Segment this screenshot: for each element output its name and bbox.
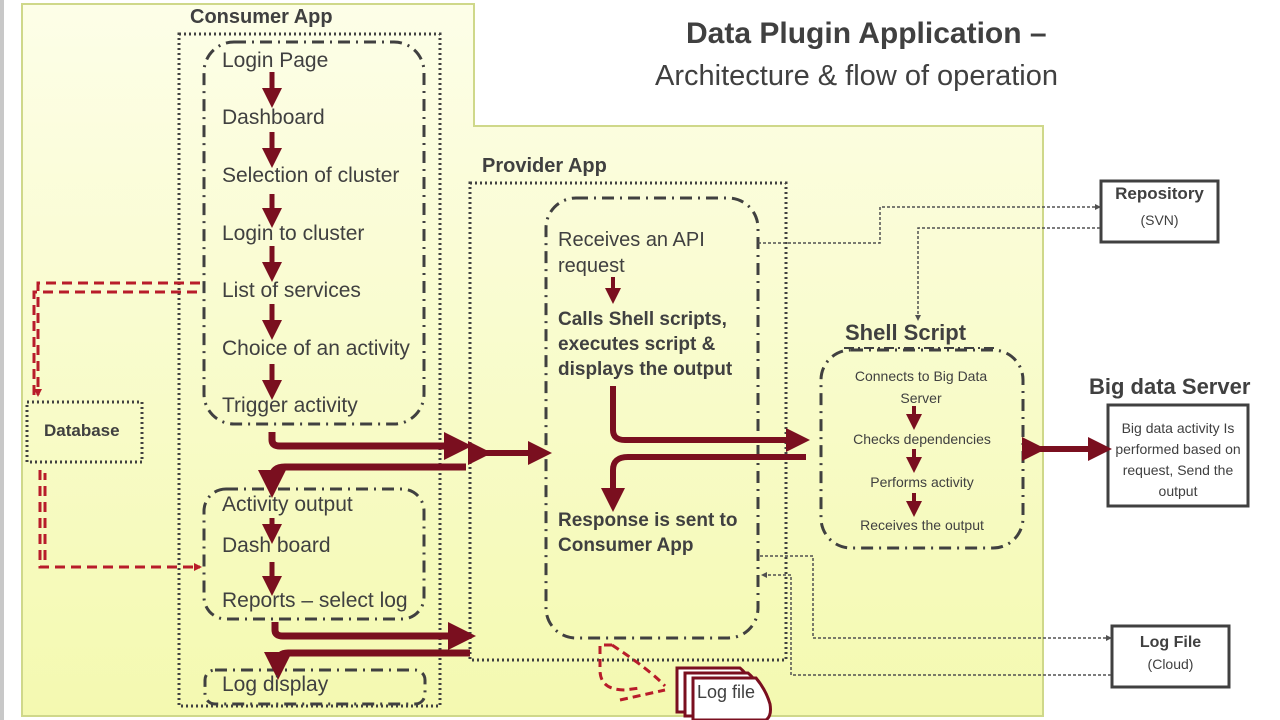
database-label: Database xyxy=(44,421,120,440)
page-subtitle: Architecture & flow of operation xyxy=(655,60,1058,92)
provider-step-response: Response is sent to Consumer App xyxy=(558,510,738,556)
big-data-server-label: Big data Server xyxy=(1089,374,1251,399)
shell-step-connects: Connects to Big Data Server xyxy=(854,368,988,406)
consumer-step-dash-board: Dash board xyxy=(222,534,331,557)
database-box xyxy=(25,400,144,464)
consumer-flow-box-2 xyxy=(202,487,426,621)
shell-step-checks: Checks dependencies xyxy=(853,431,991,447)
consumer-step-login-page: Login Page xyxy=(222,49,329,72)
log-file-cloud-box xyxy=(1110,624,1231,689)
provider-flow-box xyxy=(544,196,760,640)
background-panel xyxy=(21,3,1044,717)
consumer-app-label: Consumer App xyxy=(190,6,333,28)
provider-app-label: Provider App xyxy=(482,155,607,177)
consumer-step-log-display: Log display xyxy=(222,673,329,696)
log-file-dashed-loop xyxy=(598,643,667,702)
consumer-provider-arrows xyxy=(258,432,476,680)
log-display-box xyxy=(203,668,427,706)
shell-script-label: Shell Script xyxy=(845,320,967,345)
provider-step-calls-shell: Calls Shell scripts, executes script & d… xyxy=(558,309,733,380)
consumer-step-trigger-activity: Trigger activity xyxy=(222,394,358,417)
consumer-step-dashboard: Dashboard xyxy=(222,106,325,129)
big-data-server-box xyxy=(1106,403,1250,508)
repository-connectors xyxy=(758,204,1101,321)
page-title: Data Plugin Application – xyxy=(686,17,1047,50)
left-scroll-strip xyxy=(0,0,4,720)
shell-step-performs: Performs activity xyxy=(870,474,974,490)
log-file-label: Log file xyxy=(697,682,756,702)
provider-app-container xyxy=(468,181,788,662)
consumer-flow-box-1 xyxy=(202,40,426,426)
shell-script-box xyxy=(819,348,1025,550)
log-file-cloud-sub: (Cloud) xyxy=(1147,656,1194,672)
log-file-cloud-label: Log File xyxy=(1139,634,1202,651)
repository-box xyxy=(1099,179,1220,244)
consumer-step-reports: Reports – select log xyxy=(222,589,408,612)
repository-sub: (SVN) xyxy=(1140,212,1179,228)
big-data-server-desc: Big data activity Is performed based on … xyxy=(1115,420,1241,499)
provider-step-receive-api: Receives an API request xyxy=(558,229,705,277)
provider-flow-arrows xyxy=(601,277,810,512)
consumer-step-activity-output: Activity output xyxy=(222,493,353,516)
consumer-step-choice-activity: Choice of an activity xyxy=(222,337,410,360)
consumer-app-container xyxy=(177,32,442,708)
consumer-step-list-services: List of services xyxy=(222,279,361,302)
log-file-document-icon xyxy=(675,666,772,720)
log-cloud-connectors xyxy=(760,555,1112,676)
consumer-step-login-cluster: Login to cluster xyxy=(222,222,365,245)
database-dashed-arrows xyxy=(32,281,202,571)
repository-label: Repository xyxy=(1115,184,1204,203)
shell-step-receives: Receives the output xyxy=(860,517,984,533)
consumer-step-selection-cluster: Selection of cluster xyxy=(222,164,400,187)
